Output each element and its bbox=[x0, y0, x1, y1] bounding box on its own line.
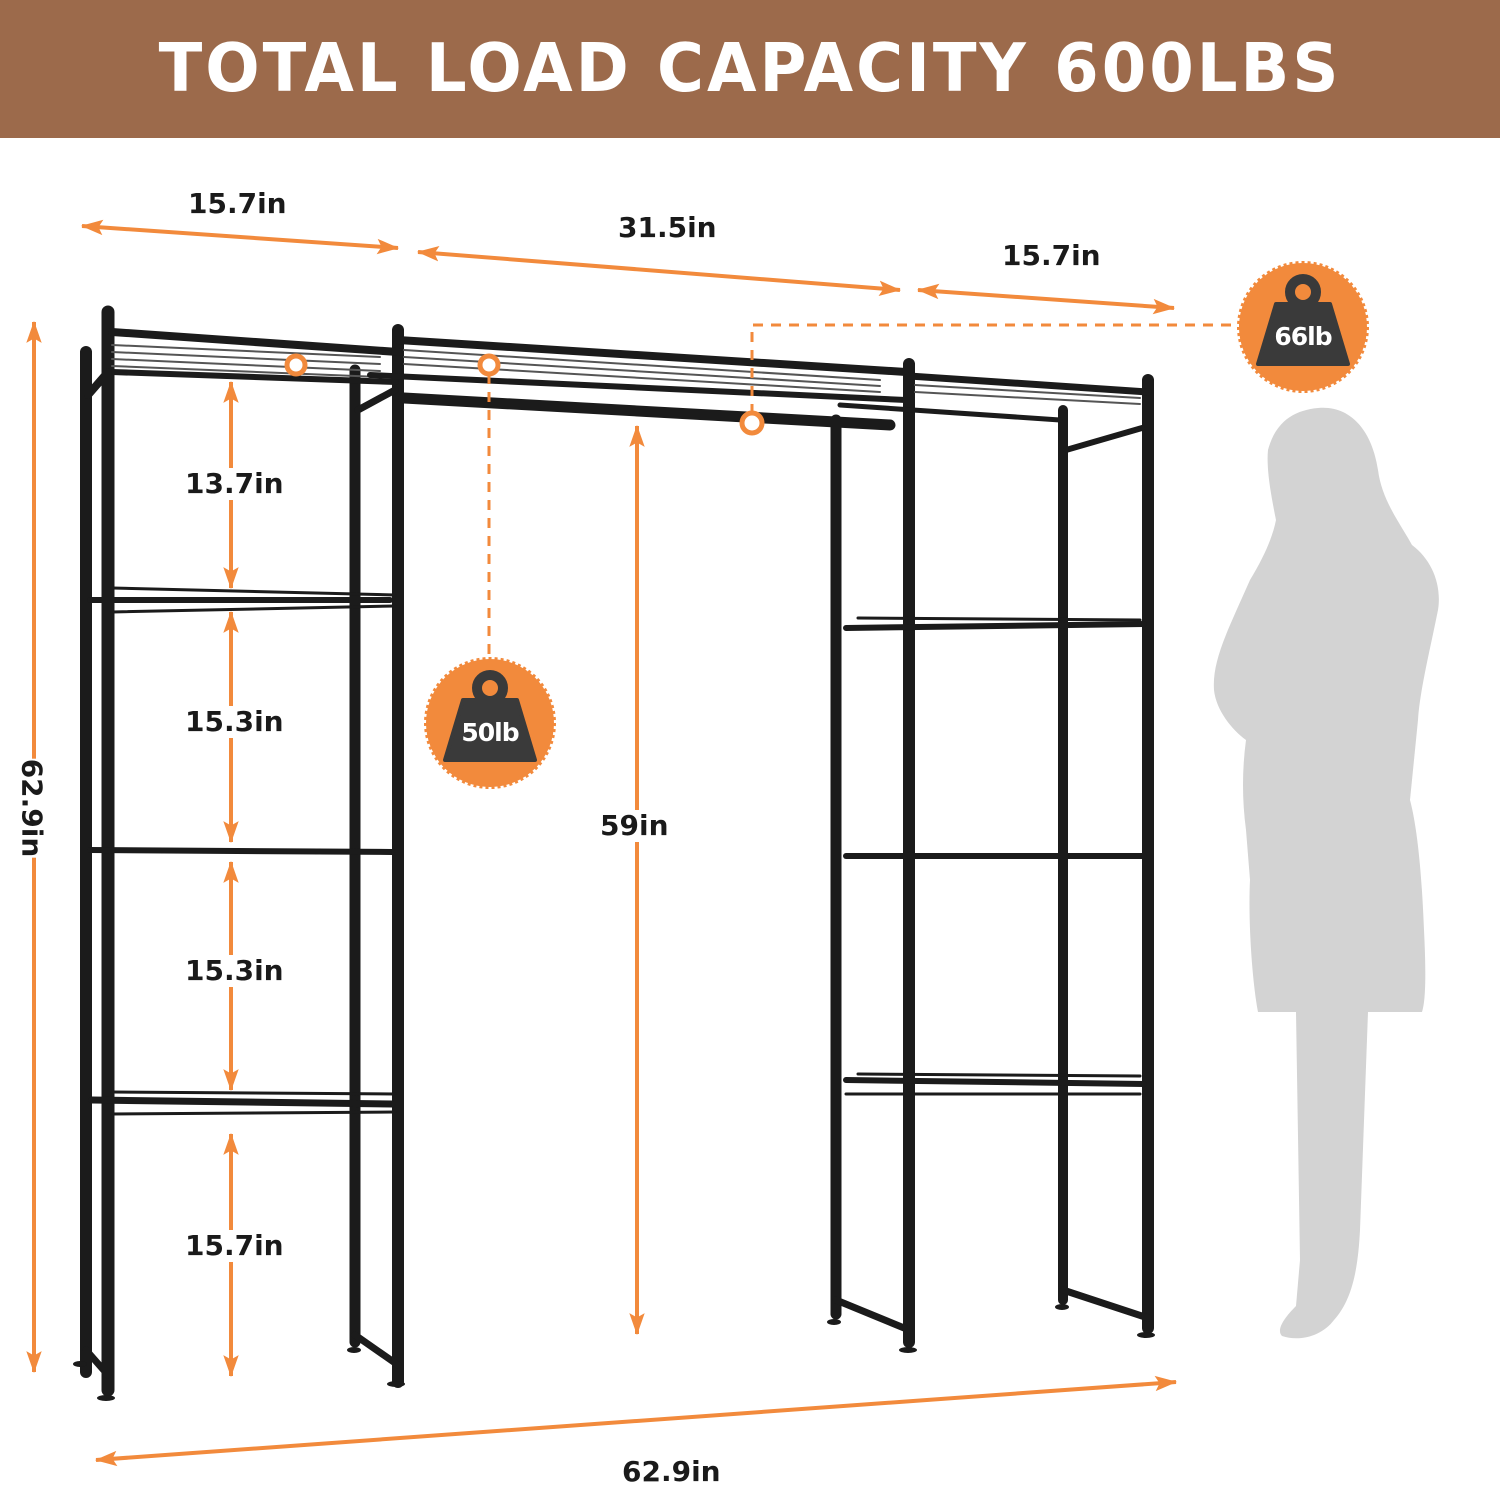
callout-leaders bbox=[487, 323, 1240, 660]
label-left-tier-4: 15.7in bbox=[185, 1229, 284, 1262]
left-tower bbox=[80, 305, 404, 1397]
top-middle-width-arrow bbox=[416, 245, 902, 297]
label-top-left-width: 15.7in bbox=[188, 187, 287, 220]
label-top-middle-width: 31.5in bbox=[618, 211, 717, 244]
load-point-top-middle bbox=[477, 353, 501, 377]
weight-icon bbox=[424, 657, 556, 789]
label-left-tier-3: 15.3in bbox=[185, 954, 284, 987]
header-banner: TOTAL LOAD CAPACITY 600LBS bbox=[0, 0, 1500, 138]
label-top-right-width: 15.7in bbox=[1002, 239, 1101, 272]
left-feet bbox=[73, 1347, 405, 1401]
weight-badge-top-shelf: 66lb bbox=[1236, 260, 1370, 394]
top-right-width-arrow bbox=[916, 283, 1176, 315]
middle-section bbox=[367, 336, 910, 431]
load-point-rod bbox=[739, 410, 765, 436]
label-left-tier-2: 15.3in bbox=[185, 705, 284, 738]
top-left-width-arrow bbox=[80, 219, 400, 255]
label-overall-width: 62.9in bbox=[622, 1455, 721, 1488]
overall-width-arrow bbox=[94, 1375, 1178, 1467]
banner-title: TOTAL LOAD CAPACITY 600LBS bbox=[158, 30, 1342, 108]
weight-label-rod: 50lb bbox=[461, 718, 519, 747]
weight-icon bbox=[1237, 261, 1369, 393]
right-feet bbox=[827, 1304, 1155, 1353]
load-point-markers bbox=[284, 353, 765, 436]
right-tower bbox=[830, 358, 1154, 1348]
label-overall-height: 62.9in bbox=[15, 758, 49, 858]
label-hanging-clearance: 59in bbox=[600, 809, 669, 842]
dimension-arrows bbox=[26, 219, 1178, 1467]
weight-badge-rod: 50lb bbox=[423, 656, 557, 790]
person-silhouette bbox=[1213, 407, 1439, 1339]
label-left-tier-1: 13.7in bbox=[185, 467, 284, 500]
weight-label-top-shelf: 66lb bbox=[1274, 322, 1332, 351]
load-point-top-left bbox=[284, 353, 308, 377]
